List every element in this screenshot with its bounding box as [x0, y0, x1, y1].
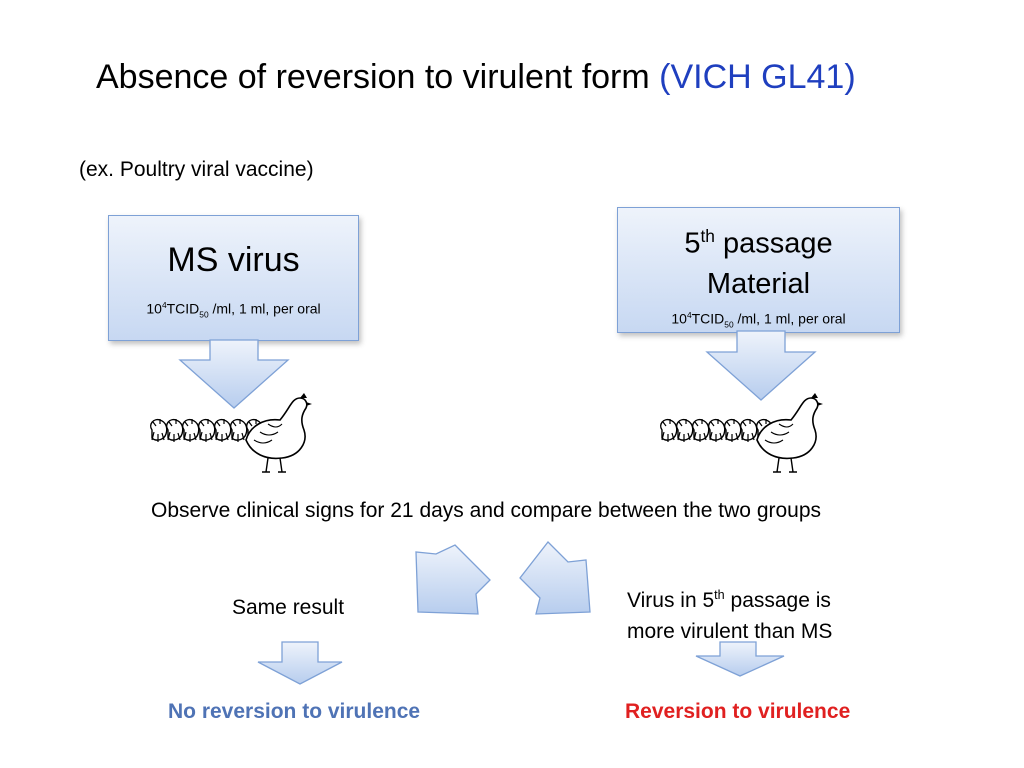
ms-virus-box: MS virus 104TCID50 /ml, 1 ml, per oral — [108, 215, 359, 341]
title-highlight: (VICH GL41) — [659, 58, 856, 96]
ms-virus-dose: 104TCID50 /ml, 1 ml, per oral — [146, 300, 321, 320]
arrow-down-right — [705, 330, 817, 401]
more-virulent-label: Virus in 5th passage is more virulent th… — [627, 588, 833, 643]
subtitle: (ex. Poultry viral vaccine) — [79, 158, 314, 181]
arrow-small-right — [695, 641, 785, 677]
chicken-group-right — [660, 392, 824, 473]
arrow-diagonal-left — [415, 544, 491, 615]
title-main: Absence of reversion to virulent form — [96, 58, 650, 96]
ms-virus-heading: MS virus — [167, 241, 300, 279]
arrow-down-left — [178, 339, 290, 409]
fifth-passage-dose: 104TCID50 /ml, 1 ml, per oral — [671, 309, 846, 330]
arrow-small-left — [257, 641, 343, 685]
no-reversion-outcome: No reversion to virulence — [168, 700, 421, 723]
reversion-outcome: Reversion to virulence — [625, 700, 851, 723]
slide-title: Absence of reversion to virulent form (V… — [96, 58, 956, 97]
arrow-diagonal-right — [519, 541, 591, 615]
observe-instruction: Observe clinical signs for 21 days and c… — [151, 499, 822, 522]
same-result-label: Same result — [232, 596, 345, 619]
